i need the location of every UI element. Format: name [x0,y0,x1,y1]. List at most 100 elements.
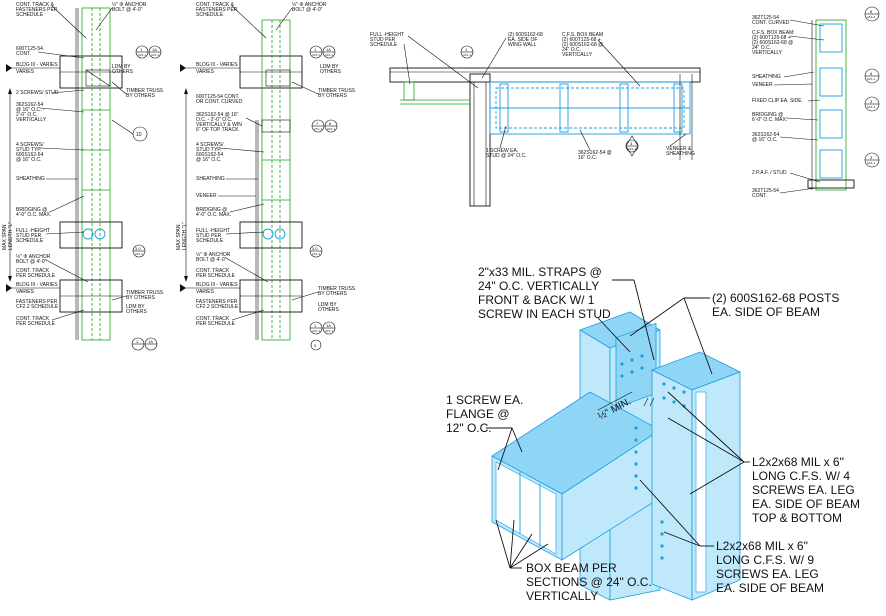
label-varies-top: VARIES [16,69,35,75]
label-plan-box-beam-2: (2) 600T125-68 + [562,37,601,43]
callout-num: 10 [136,132,142,138]
label-bridging-2: 4'-0" O.C. MAX. [16,212,51,218]
callout-bubble: 1A [144,337,158,351]
callout-num: 1 [140,47,143,52]
callout-bubble: 1 CF1.1 [135,45,149,59]
wall-section-detail-2: CONT. TRACK & FASTENERS PER SCHEDULE ½" … [176,1,356,351]
callout-ref: CF1.1 [867,77,876,81]
callout-num: 3 [870,99,873,104]
label-box-beam-2: SECTIONS @ 24" O.C. [526,575,652,589]
callout-ref: CF1.1 [628,147,637,151]
label-d4-bridging-1: BRIDGING @ [752,112,783,118]
callout-ref: CF1.1 [151,53,160,57]
label-d2-track-curved-2: OR CONT. CURVED [196,99,243,105]
label-d2-cont-track-mid-1: CONT. TRACK [196,268,230,274]
label-track-cont-2: CONT. [16,51,31,57]
callout-ref: CF1.1 [135,252,144,256]
label-straps-2: 24" O.C. VERTICALLY [478,279,599,293]
label-angle4-2: LONG C.F.S. W/ 4 [752,469,850,483]
label-angle9-3: SCREWS EA. LEG [716,567,819,581]
callout-num: 8 [870,9,873,14]
label-d2-ldm-bot-2: OTHERS [318,307,340,313]
label-d4-box-beam-4: 24" O.C. [752,45,771,51]
label-d2-span-2: LENGTH "L" [182,222,188,250]
label-screws-4-1: 4 SCREWS/ [16,142,44,148]
callout-num: 1A [148,339,153,344]
label-bridging-1: BRIDGING @ [16,207,47,213]
label-fasteners-2: CF2.2 SCHEDULE [16,304,59,310]
callout-bubble: 1A CF1.1 [322,321,336,335]
label-anchor-bolt-bot-1: ½" Φ ANCHOR [16,253,51,260]
label-cont-track-bot-1: CONT. TRACK [16,316,50,322]
label-plan-wing-wall-3: WING WALL [508,42,537,48]
label-ldm-top-2: OTHERS [112,69,134,75]
callout-bubble: 5 [310,339,322,351]
label-cont-track-top-3: SCHEDULE [16,12,44,18]
label-d2-full-height-1: FULL -HEIGHT [196,228,230,234]
label-d2-studs-1: 362S162-54 @ 16" [196,112,239,118]
callout-bubble: 1 CF1.1 [309,321,323,335]
label-fasteners-1: FASTENERS PER [16,299,58,305]
label-angle4-3: SCREWS EA. LEG [752,483,855,497]
callout-bubble: 10 [111,119,148,142]
label-d2-fasteners-2: CF2.2 SCHEDULE [196,304,239,310]
wall-section-detail-1: CONT. TRACK & FASTENERS PER SCHEDULE ½" … [2,1,164,351]
callout-ref: CF1.1 [325,53,334,57]
label-plan-full-height-2: STUD PER [370,37,396,43]
callout-ref: CF1.1 [312,329,321,333]
label-angle4-1: L2x2x68 MIL x 6" [752,455,844,469]
label-timber-bot-2: BY OTHERS [126,295,155,301]
callout-num: 3.0 [312,246,318,251]
callout-ref: CF1.1 [327,127,336,131]
callout-ref: CF1.1 [312,53,321,57]
label-timber-top-1: TIMBER TRUSS [126,88,164,94]
label-d2-timber-bot-1: TIMBER TRUSS [318,286,356,292]
callout-ref: CF1.1 [325,329,334,333]
label-angle9-4: EA. SIDE OF BEAM [716,581,824,595]
label-plan-wing-wall-2: EA. SIDE OF [508,37,537,43]
label-plan-box-beam-4: 24" O.C. [562,47,581,53]
label-cont-track-bot-2: PER SCHEDULE [16,321,56,327]
label-d4-box-beam-3: (2) 600S162-68 @ [752,40,793,46]
label-d2-varies-bot: VARIES [196,289,215,295]
label-d2-timber-bot-2: BY OTHERS [318,291,347,297]
label-studs-362-3: 2'-0" O.C. [16,112,38,118]
label-d4-paf: 2 P.A.F. / STUD [752,170,787,176]
label-d2-studs-2: O.C. - 2'-0" O.C. [196,117,232,123]
label-d2-anchor-bolt-top-1: ½" Φ ANCHOR [292,1,327,8]
label-d2-full-height-3: SCHEDULE [196,238,224,244]
label-straps-4: SCREW IN EACH STUD [478,307,611,321]
callout-bubble: 3.0 CF1.1 [309,244,323,258]
label-cont-track-mid-1: CONT. TRACK [16,268,50,274]
label-d2-cont-track-top-1: CONT. TRACK & [196,2,235,8]
label-screw-flange-1: 1 SCREW EA. [446,393,523,407]
label-bldg-bot: BLDG III - VARIES [16,282,58,288]
callout-ref: CF1.1 [314,127,323,131]
label-plan-box-beam-3: (2) 600S162-68 @ [562,42,603,48]
label-d4-t1-2: CONT. CURVED [752,20,790,26]
label-plan-full-height-3: SCHEDULE [370,42,398,48]
label-bldg-top: BLDG III - VARIES [16,62,58,68]
label-plan-full-height-1: FULL -HEIGHT [370,32,404,38]
label-d2-bridging-1: BRIDGING @ [196,207,227,213]
callout-bubble: 7 CF1.1 [311,119,325,133]
label-screws-4-3: 600S162-54 [16,152,43,158]
label-d2-cont-track-top-3: SCHEDULE [196,12,224,18]
label-d2-veneer: VENEER [196,193,217,199]
callout-num: 1A [326,47,331,52]
label-ldm-top-1: LDM BY [112,64,131,70]
callout-bubble: 3.0 CF1.1 [132,244,146,258]
label-varies-bot: VARIES [16,289,35,295]
label-cont-track-top-1: CONT. TRACK & [16,2,55,8]
label-d2-full-height-2: STUD PER [196,233,222,239]
label-screw-flange-2: FLANGE @ [446,407,510,421]
callout-bubble: 1A CF1.1 [322,45,336,59]
callout-ref: CF1.1 [867,161,876,165]
callout-num: 3 [870,155,873,160]
label-d2-span-1: MAX SPAN [176,224,182,250]
label-full-height-2: STUD PER [16,233,42,239]
callout-num: 8 [329,121,332,126]
callout-bubble: 8 CF1.2 [864,6,880,22]
